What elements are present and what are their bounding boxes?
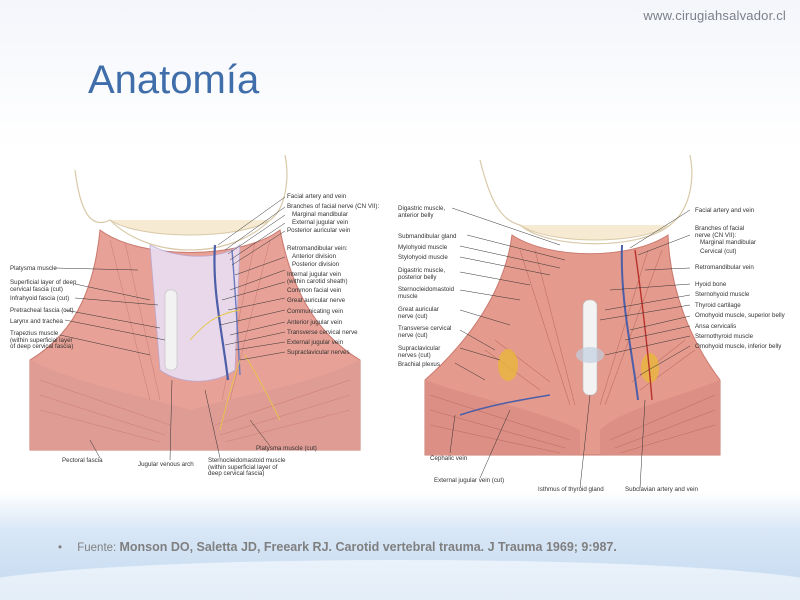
slide-background-top [0,0,800,150]
slide-title: Anatomía [88,58,260,102]
label-posterior-auricular-vein: Posterior auricular vein [287,227,351,234]
label-external-jugular-top: External jugular vein [292,219,349,226]
label-internal-jugular-vein: Internal jugular vein (within carotid sh… [287,271,348,285]
label-supraclavicular-cut: Supraclavicular nerves (cut) [398,345,441,359]
label-cephalic-vein: Cephalic vein [430,455,468,462]
label-omohyoid-superior: Omohyoid muscle, superior belly [695,312,785,319]
label-sternocleidomastoid-cut: Sternocleidomastoid muscle (within super… [208,457,286,478]
website-url: www.cirugiahsalvador.cl [643,8,786,23]
source-text: Monson DO, Saletta JD, Freeark RJ. Carot… [119,540,617,554]
label-mylohyoid-muscle: Mylohyoid muscle [398,244,448,251]
label-superficial-layer: Superficial layer of deep cervical fasci… [10,279,77,293]
label-external-jugular-vein: External jugular vein [287,339,344,346]
label-thyroid-cartilage: Thyroid cartilage [695,302,741,309]
neck-anatomy-deep-illustration: Digastric muscle, anterior belly Submand… [398,150,800,493]
label-branches-facial-nerve: Branches of facial nerve (CN VII): [287,203,380,210]
label-retromandibular-vein-r: Retromandibular vein [695,264,754,271]
label-infrahyoid-fascia: Infrahyoid fascia (cut) [10,295,70,302]
decorative-swoosh [0,560,800,600]
label-branches-facial-nerve-r: Branches of facial nerve (CN VII): [695,225,745,239]
label-sternothyroid: Sternothyroid muscle [695,333,754,340]
label-posterior-division: Posterior division [292,261,340,268]
label-larynx-trachea: Larynx and trachea [10,318,63,325]
label-facial-artery-vein: Facial artery and vein [287,193,347,200]
neck-anatomy-superficial-illustration: Platysma muscle Superficial layer of dee… [0,150,400,492]
label-brachial-plexus: Brachial plexus [398,361,440,368]
source-citation: • Fuente: Monson DO, Saletta JD, Freeark… [58,540,617,554]
label-anterior-division: Anterior division [292,253,337,260]
label-hyoid-bone: Hyoid bone [695,281,727,288]
label-supraclavicular-nerves: Supraclavicular nerves [287,349,350,356]
label-transverse-cervical-nerve: Transverse cervical nerve [287,329,358,336]
label-external-jugular-cut: External jugular vein (cut) [434,477,505,484]
label-subclavian: Subclavian artery and vein [625,486,698,493]
label-trapezius-muscle: Trapezius muscle (within superficial lay… [10,330,74,351]
bullet-icon: • [58,542,63,554]
label-common-facial-vein: Common facial vein [287,287,342,294]
label-pretracheal-fascia: Pretracheal fascia (cut) [10,307,74,314]
label-anterior-jugular-vein: Anterior jugular vein [287,319,343,326]
label-submandibular-gland: Submandibular gland [398,233,457,240]
label-marginal-mandibular-r: Marginal mandibular [700,239,757,246]
label-digastric-posterior: Digastric muscle, posterior belly [398,267,446,281]
label-omohyoid-inferior: Omohyoid muscle, inferior belly [695,343,782,350]
label-pectoral-fascia: Pectoral fascia [62,457,103,464]
label-sternocleidomastoid: Sternocleidomastoid muscle [398,286,455,300]
label-platysma-cut: Platysma muscle (cut) [256,445,317,452]
label-marginal-mandibular: Marginal mandibular [292,211,349,218]
label-transverse-cervical-cut: Transverse cervical nerve (cut) [398,325,452,339]
label-stylohyoid-muscle: Stylohyoid muscle [398,254,448,261]
neck-deep-drawing [424,154,721,489]
label-digastric-anterior: Digastric muscle, anterior belly [398,205,446,219]
label-great-auricular-nerve-cut: Great auricular nerve (cut) [398,306,439,320]
label-retromandibular-vein: Retromandibular vein: [287,245,348,252]
label-communicating-vein: Communicating vein [287,308,344,315]
neck-superficial-drawing [29,154,361,461]
source-label: Fuente: [77,542,117,554]
label-ansa-cervicalis: Ansa cervicalis [695,323,737,330]
label-great-auricular-nerve: Great auricular nerve [287,297,346,304]
label-platysma-muscle: Platysma muscle [10,265,57,272]
label-sternohyoid: Sternohyoid muscle [695,291,750,298]
label-facial-artery-vein-r: Facial artery and vein [695,207,755,214]
label-isthmus-thyroid: Isthmus of thyroid gland [538,486,604,493]
label-jugular-venous-arch: Jugular venous arch [138,461,194,468]
label-cervical-cut: Cervical (cut) [700,248,737,255]
